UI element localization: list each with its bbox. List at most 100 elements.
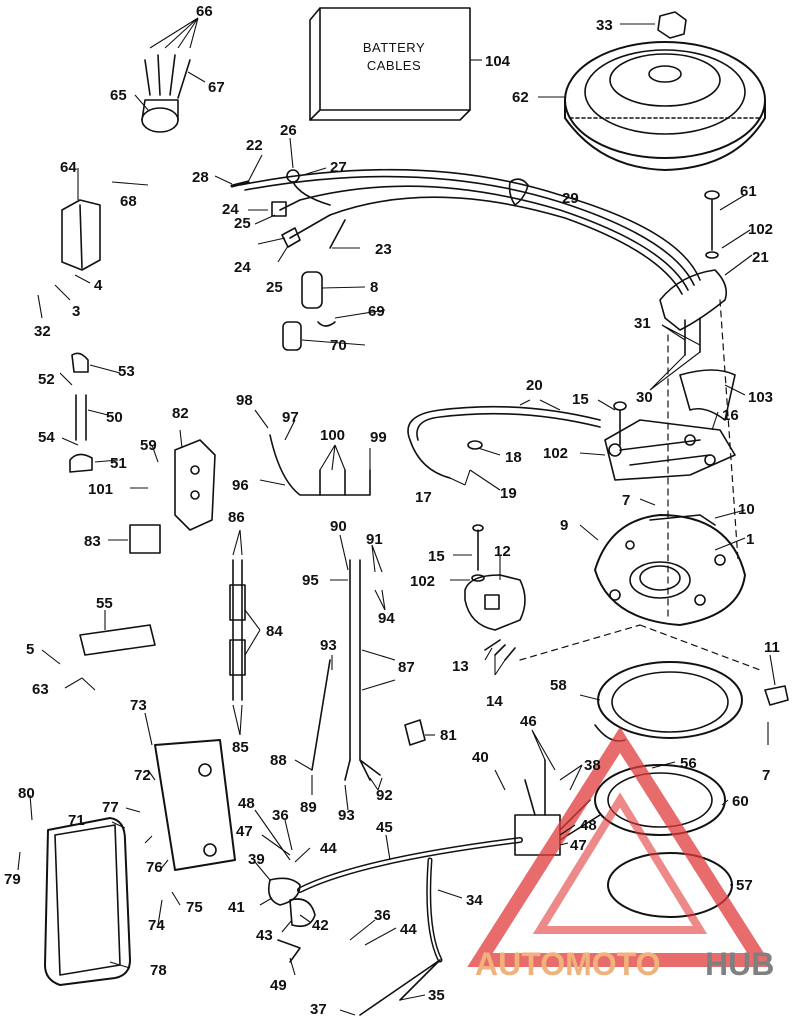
callout-102c: 102 <box>410 573 435 590</box>
terminal-cap <box>271 201 287 217</box>
callout-11: 11 <box>764 639 780 656</box>
wire-clip <box>317 321 336 327</box>
callout-20: 20 <box>526 377 543 394</box>
battery-label-line2: CABLES <box>367 58 421 73</box>
callout-61: 61 <box>740 183 757 200</box>
callout-90: 90 <box>330 518 347 535</box>
callout-4: 4 <box>94 277 103 294</box>
callout-32: 32 <box>34 323 51 340</box>
callout-18: 18 <box>505 449 522 466</box>
callout-30: 30 <box>636 389 653 406</box>
callout-101: 101 <box>88 481 113 498</box>
callout-98: 98 <box>236 392 253 409</box>
callout-7a: 7 <box>622 492 630 509</box>
callout-97: 97 <box>282 409 299 426</box>
callout-96: 96 <box>232 477 249 494</box>
callout-44b: 44 <box>400 921 417 938</box>
wire-harness-upper <box>230 168 701 295</box>
callout-92: 92 <box>376 787 393 804</box>
callout-65: 65 <box>110 87 127 104</box>
callout-36a: 36 <box>272 807 289 824</box>
callout-31: 31 <box>634 315 651 332</box>
wire-harness-96 <box>269 434 371 496</box>
callout-69: 69 <box>368 303 385 320</box>
callout-37: 37 <box>310 1001 327 1018</box>
retainer-ring <box>594 764 726 836</box>
callout-91: 91 <box>366 531 383 548</box>
callout-102b: 102 <box>543 445 568 462</box>
relay <box>129 524 161 554</box>
callout-41: 41 <box>228 899 245 916</box>
callout-44a: 44 <box>320 840 337 857</box>
callout-63: 63 <box>32 681 49 698</box>
callout-77: 77 <box>102 799 119 816</box>
ignition-coil <box>659 269 728 331</box>
callout-9: 9 <box>560 517 568 534</box>
callout-13: 13 <box>452 658 469 675</box>
timer-base-ring <box>594 661 743 742</box>
callout-14: 14 <box>486 693 503 710</box>
callout-71: 71 <box>68 812 85 829</box>
callout-39: 39 <box>248 851 265 868</box>
callout-73: 73 <box>130 697 147 714</box>
grommet <box>267 877 301 906</box>
callout-16: 16 <box>722 407 739 424</box>
connector <box>404 719 426 746</box>
callout-74: 74 <box>148 917 165 934</box>
callout-86: 86 <box>228 509 245 526</box>
callout-83: 83 <box>84 533 101 550</box>
callout-35: 35 <box>428 987 445 1004</box>
callout-26: 26 <box>280 122 297 139</box>
callout-49: 49 <box>270 977 287 994</box>
callout-45: 45 <box>376 819 393 836</box>
connector <box>282 321 302 351</box>
callout-58: 58 <box>550 677 567 694</box>
grommet <box>289 898 316 928</box>
clamp <box>508 178 529 206</box>
callout-75: 75 <box>186 899 203 916</box>
wire-87 <box>349 559 361 761</box>
leader-lines <box>17 17 776 1016</box>
battery-label-line1: BATTERY <box>363 40 425 55</box>
callout-21: 21 <box>752 249 769 266</box>
callout-52: 52 <box>38 371 55 388</box>
callout-54: 54 <box>38 429 55 446</box>
terminal-strip <box>79 624 156 656</box>
wire-84 <box>232 559 243 701</box>
callout-24b: 24 <box>234 259 251 276</box>
armature-plate <box>594 514 746 626</box>
callout-99: 99 <box>370 429 387 446</box>
callout-57: 57 <box>736 877 753 894</box>
callout-53: 53 <box>118 363 135 380</box>
wire-harness-lower <box>297 759 601 1016</box>
callout-25b: 25 <box>266 279 283 296</box>
callout-43: 43 <box>256 927 273 944</box>
callout-47b: 47 <box>570 837 587 854</box>
callout-79: 79 <box>4 871 21 888</box>
clip <box>277 939 301 963</box>
callout-93a: 93 <box>320 637 337 654</box>
power-pack-coil <box>464 574 526 631</box>
callout-87: 87 <box>398 659 415 676</box>
watermark-text-2: HUB <box>705 946 774 982</box>
callout-85: 85 <box>232 739 249 756</box>
callout-82: 82 <box>172 405 189 422</box>
callout-40: 40 <box>472 749 489 766</box>
callout-88: 88 <box>270 752 287 769</box>
flywheel <box>564 41 766 171</box>
callout-36b: 36 <box>374 907 391 924</box>
callout-59: 59 <box>140 437 157 454</box>
callout-46: 46 <box>520 713 537 730</box>
solenoid <box>141 54 191 133</box>
callout-23: 23 <box>375 241 392 258</box>
callout-56: 56 <box>680 755 697 772</box>
callout-19: 19 <box>500 485 517 502</box>
callout-25a: 25 <box>234 215 251 232</box>
callout-24a: 24 <box>222 201 239 218</box>
callout-33: 33 <box>596 17 613 34</box>
callout-94: 94 <box>378 610 395 627</box>
callout-50: 50 <box>106 409 123 426</box>
callout-67: 67 <box>208 79 225 96</box>
